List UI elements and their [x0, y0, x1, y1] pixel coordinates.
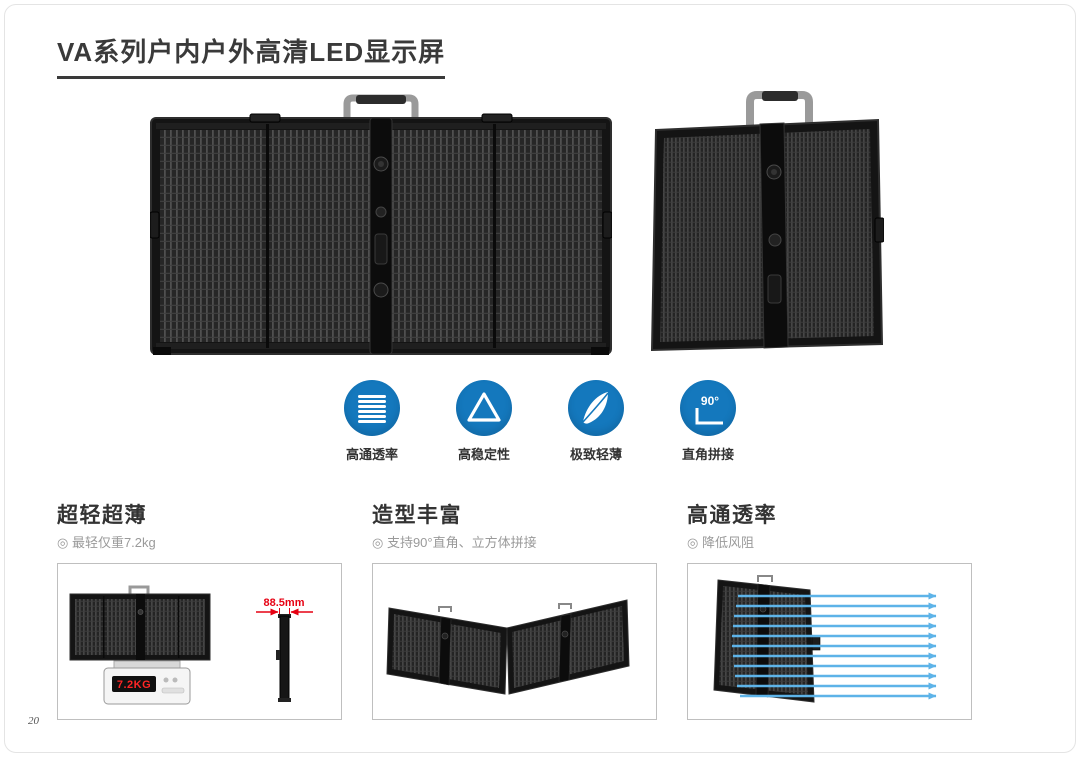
icon-label: 高稳定性 — [457, 447, 510, 462]
angled-panels-illustration — [386, 599, 630, 695]
feature-title: 高通透率 — [687, 504, 777, 527]
feature-col-lightweight: 超轻超薄 ◎ 最轻仅重7.2kg 7.2KG 8 — [57, 499, 342, 720]
feature-image-weight: 7.2KG 88.5mm — [57, 563, 342, 720]
weight-readout: 7.2KG — [117, 679, 151, 691]
page-title: VA系列户内户外高清LED显示屏 — [57, 32, 446, 79]
right-angle-badge: 90° — [701, 394, 719, 408]
feature-subtitle: ◎ 最轻仅重7.2kg — [57, 535, 156, 550]
thickness-dimension-label: 88.5mm — [264, 597, 305, 609]
feature-icons-row: 高通透率 高稳定性 极致轻薄 90° 直角拼接 — [0, 380, 1080, 463]
weight-scale-illustration: 7.2KG 88.5mm — [69, 585, 313, 705]
right-angle-icon: 90° — [680, 380, 736, 436]
transmittance-lines-icon — [344, 380, 400, 436]
feature-subtitle: ◎ 降低风阻 — [687, 535, 754, 550]
feature-subtitle: ◎ 支持90°直角、立方体拼接 — [372, 535, 537, 550]
stability-triangle-icon — [456, 380, 512, 436]
feature-icon-stability: 高稳定性 — [445, 380, 523, 463]
feature-title: 造型丰富 — [372, 504, 462, 527]
led-panel-angled-image — [650, 91, 884, 352]
page-number: 20 — [28, 715, 39, 727]
airflow-illustration — [713, 575, 937, 703]
feather-icon — [568, 380, 624, 436]
feature-icon-transmittance: 高通透率 — [333, 380, 411, 463]
feature-col-shapes: 造型丰富 ◎ 支持90°直角、立方体拼接 — [372, 499, 657, 720]
led-panel-front-image — [150, 94, 612, 355]
icon-label: 直角拼接 — [681, 447, 734, 462]
feature-image-angle — [372, 563, 657, 720]
feature-image-airflow — [687, 563, 972, 720]
feature-icon-lightweight: 极致轻薄 — [557, 380, 635, 463]
icon-label: 高通透率 — [345, 447, 398, 462]
feature-col-transmittance: 高通透率 ◎ 降低风阻 — [687, 499, 972, 720]
feature-icon-right-angle: 90° 直角拼接 — [669, 380, 747, 463]
icon-label: 极致轻薄 — [569, 447, 622, 462]
features-row: 超轻超薄 ◎ 最轻仅重7.2kg 7.2KG 8 — [57, 499, 972, 720]
product-images — [150, 90, 884, 356]
feature-title: 超轻超薄 — [57, 504, 147, 527]
